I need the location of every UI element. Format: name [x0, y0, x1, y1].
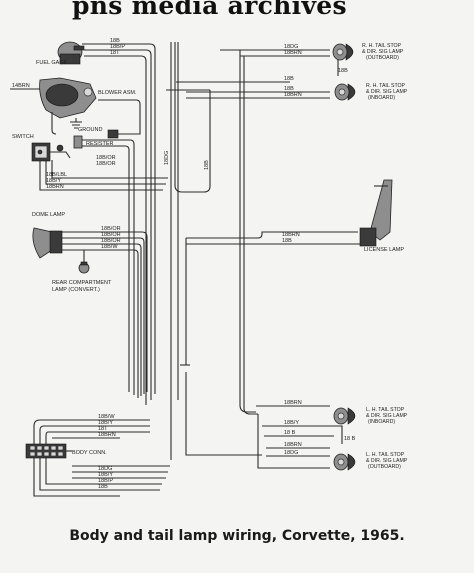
ground-symbol	[70, 118, 82, 129]
wire-lh-2: 18B/Y	[284, 420, 299, 426]
label-blower: BLOWER ASM.	[98, 90, 137, 96]
wire-body-4: 18BRN	[98, 432, 116, 438]
wire-dome-4: 18B/W	[101, 244, 118, 250]
wire-brn-in: 14BRN	[12, 83, 30, 89]
lh-outboard-lamp	[333, 453, 356, 471]
rh-outboard-lamp	[332, 43, 354, 61]
wire-sw-2: 18B/Y	[46, 178, 61, 184]
label-license-lamp: LICENSE LAMP	[364, 247, 404, 253]
label-rh-in-3: (INBOARD)	[368, 95, 395, 101]
wire-sw-3: 18BRN	[46, 184, 64, 190]
dome-lamp	[32, 227, 63, 259]
label-rh-out-3: (OUTBOARD)	[366, 55, 399, 61]
label-lh-out-1: L. H. TAIL STOP	[366, 452, 405, 458]
label-rh-in-1: R. H. TAIL STOP	[366, 83, 406, 89]
label-lh-in-3: (INBOARD)	[368, 419, 395, 425]
wire-sw-1: 18B/LBL	[46, 172, 67, 178]
wire-vert-b: 18B	[204, 160, 210, 170]
wire-res-1: 18B/OR	[96, 155, 116, 161]
watermark: pns media archives	[72, 0, 347, 20]
label-ground: GROUND	[78, 127, 102, 133]
label-rear-comp-1: REAR COMPARTMENT	[52, 280, 112, 286]
label-body-conn: BODY CONN.	[72, 450, 107, 456]
wire-rh-2: 18BRN	[284, 50, 302, 56]
wire-rh-1: 18DG	[284, 44, 298, 50]
wire-rh-3: 18B	[284, 76, 294, 82]
wire-body-1: 18B/W	[98, 414, 115, 420]
wire-res-2: 18B/OR	[96, 161, 116, 167]
wire-dome-1: 18B/OR	[101, 226, 121, 232]
wire-lh-5: 18DG	[284, 450, 298, 456]
wire-fg-3: 18T	[110, 50, 120, 56]
wire-body-7: 18B/P	[98, 478, 113, 484]
label-lh-in-1: L. H. TAIL STOP	[366, 407, 405, 413]
fuel-gage	[57, 41, 85, 65]
label-dome-lamp: DOME LAMP	[32, 212, 65, 218]
label-rh-out-1: R. H. TAIL STOP	[362, 43, 402, 49]
wire-body-3: 18T	[98, 426, 108, 432]
label-rh-out-2: & DIR. SIG LAMP	[362, 49, 404, 55]
lh-inboard-lamp	[333, 407, 356, 425]
wire-body-6: 18B/Y	[98, 472, 113, 478]
wire-harness	[10, 42, 360, 497]
wire-rh-tag-b: 18B	[338, 68, 348, 74]
label-resister: RESISTER	[86, 141, 114, 147]
wire-dome-2: 18B/OR	[101, 232, 121, 238]
wire-lh-tag-b: 18 B	[344, 436, 356, 442]
rear-compartment-lamp	[78, 261, 90, 274]
label-fuel-gage-1: FUEL GAGE	[36, 60, 68, 66]
label-lh-out-3: (OUTBOARD)	[368, 464, 401, 470]
wire-lic-2: 18B	[282, 238, 292, 244]
diagram-caption: Body and tail lamp wiring, Corvette, 196…	[69, 528, 405, 544]
body-connector	[25, 443, 72, 459]
wire-lic-1: 18BRN	[282, 232, 300, 238]
wire-rh-5: 18BRN	[284, 92, 302, 98]
wire-lh-1: 18BRN	[284, 400, 302, 406]
wire-fg-1: 18B	[110, 38, 120, 44]
wire-body-8: 18B	[98, 484, 108, 490]
license-lamp	[359, 179, 393, 247]
wire-dome-3: 18B/OR	[101, 238, 121, 244]
label-lh-in-2: & DIR. SIG LAMP	[366, 413, 408, 419]
label-rear-comp-2: LAMP (CONVERT.)	[52, 287, 100, 293]
wire-body-5: 18DG	[98, 466, 112, 472]
resister	[73, 129, 119, 149]
label-switch: SWITCH	[12, 134, 34, 140]
wire-fg-2: 18B/P	[110, 44, 125, 50]
wire-rh-4: 18B	[284, 86, 294, 92]
label-rh-in-2: & DIR. SIG LAMP	[366, 89, 408, 95]
label-lh-out-2: & DIR. SIG LAMP	[366, 458, 408, 464]
blower-assembly	[39, 77, 97, 135]
wire-lh-3: 18 B	[284, 430, 296, 436]
rh-inboard-lamp	[334, 83, 356, 101]
wire-vert-dg: 18DG	[164, 151, 170, 165]
wire-body-2: 18B/Y	[98, 420, 113, 426]
switch	[31, 142, 71, 162]
wire-lh-4: 18BRN	[284, 442, 302, 448]
